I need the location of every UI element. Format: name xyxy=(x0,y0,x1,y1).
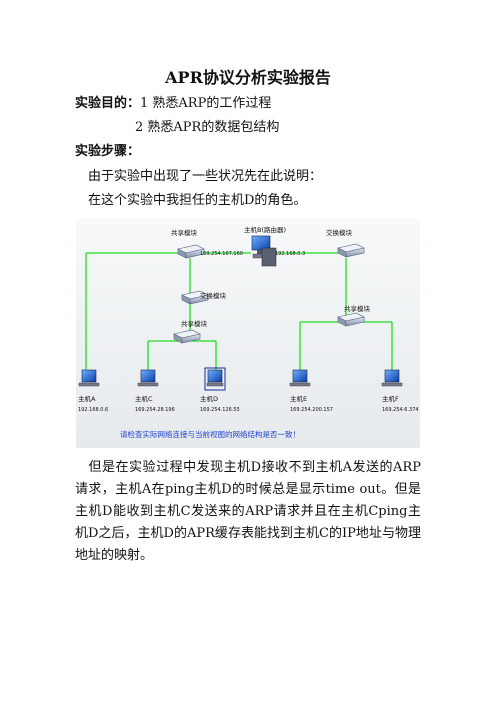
hub-top-left-icon xyxy=(177,244,205,259)
host-f-ip: 169.254.6.374 xyxy=(382,407,419,413)
router-ip-left: 169.254.167.160 xyxy=(200,251,243,257)
purpose-label: 实验目的： xyxy=(75,96,141,111)
page-title: APR协议分析实验报告 xyxy=(165,68,331,87)
diagram-notice: 请检查实际网络连接与当前视图的网络结构是否一致！ xyxy=(120,429,300,439)
host-c-name: 主机C xyxy=(135,394,153,403)
host-e-icon xyxy=(289,369,311,387)
body-paragraph: 但是在实验过程中发现主机D接收不到主机A发送的ARP请求，主机A在ping主机D… xyxy=(75,457,421,567)
host-f-icon xyxy=(381,369,403,387)
switch-top-right-icon xyxy=(337,243,365,258)
router-ip-right: 192.168.0.3 xyxy=(275,251,305,257)
host-d-icon xyxy=(204,367,226,391)
hub-top-left-label: 共享模块 xyxy=(171,228,198,237)
hub-mid-label: 共享模块 xyxy=(181,319,208,328)
hub-mid-icon xyxy=(173,329,201,344)
router-icon xyxy=(251,235,277,267)
body-paragraph-text: 但是在实验过程中发现主机D接收不到主机A发送的ARP请求，主机A在ping主机D… xyxy=(75,460,421,563)
network-diagram: 共享模块 主机B(路由器) 169.254.167.160 192.168.0.… xyxy=(76,218,420,448)
host-e-ip: 169.254.200.157 xyxy=(290,407,333,413)
host-d-ip: 169.254.126.55 xyxy=(200,407,240,413)
switch-top-right-label: 交换模块 xyxy=(326,228,353,237)
host-a-ip: 192.168.0.6 xyxy=(78,407,108,413)
hub-right-label: 共享模块 xyxy=(344,304,371,313)
host-e-name: 主机E xyxy=(290,394,307,403)
switch-mid-label: 交换模块 xyxy=(200,291,227,300)
host-f-name: 主机F xyxy=(382,394,399,403)
purpose-item-2: 2 熟悉APR的数据包结构 xyxy=(135,120,280,135)
steps-label: 实验步骤： xyxy=(75,144,141,159)
steps-line-1: 由于实验中出现了一些状况先在此说明： xyxy=(88,169,323,184)
host-c-icon xyxy=(137,369,159,387)
host-a-icon xyxy=(78,369,100,387)
switch-mid-icon xyxy=(181,290,209,305)
host-d-name: 主机D xyxy=(200,394,218,403)
diagram-background xyxy=(76,218,420,448)
host-c-ip: 169.254.28.196 xyxy=(135,407,175,413)
hub-right-icon xyxy=(337,312,365,327)
purpose-line-1: 实验目的：1 熟悉ARP的工作过程 xyxy=(75,95,271,113)
router-label: 主机B(路由器) xyxy=(244,225,286,234)
purpose-item-1: 1 熟悉ARP的工作过程 xyxy=(140,96,272,111)
host-a-name: 主机A xyxy=(78,394,96,403)
steps-line-2: 在这个实验中我担任的主机D的角色。 xyxy=(88,193,307,208)
